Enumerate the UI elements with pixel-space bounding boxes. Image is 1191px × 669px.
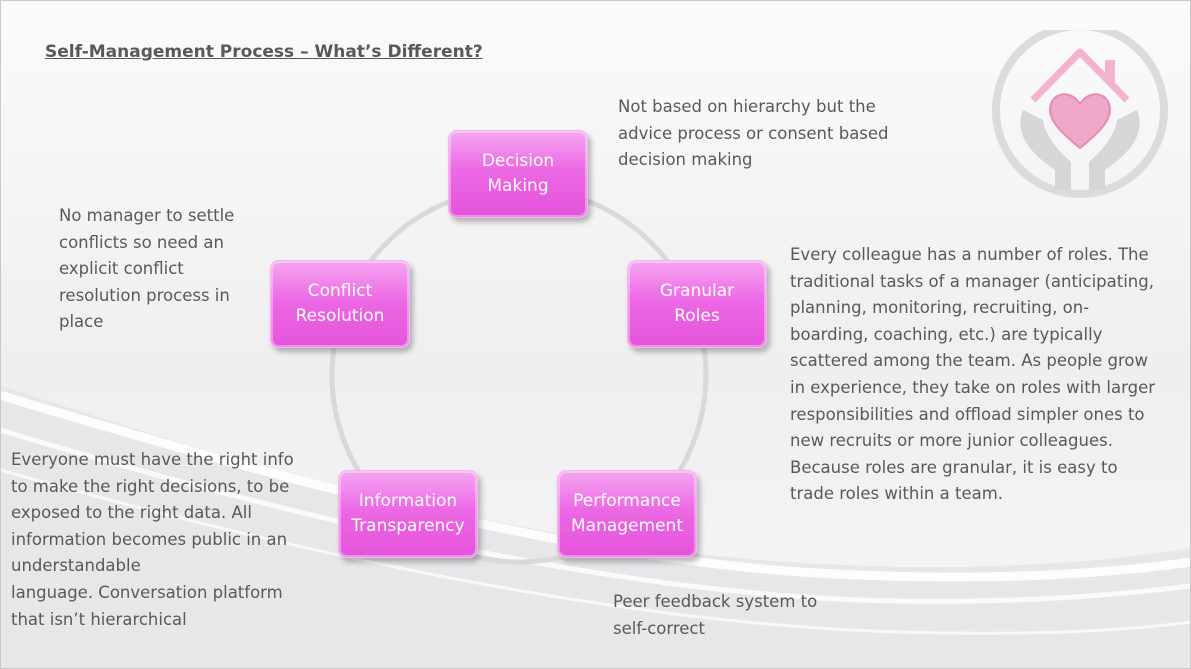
note-performance-management: Peer feedback system to self-correct <box>613 592 818 638</box>
node-decision-making-label: Decision Making <box>481 151 555 196</box>
node-performance-management: Performance Management <box>557 470 697 558</box>
note-information-transparency: Everyone must have the right info to mak… <box>11 450 294 629</box>
note-decision-making: Not based on hierarchy but the advice pr… <box>618 97 889 170</box>
node-decision-making: Decision Making <box>448 130 588 218</box>
note-conflict-resolution: No manager to settle conflicts so need a… <box>59 206 235 332</box>
node-granular-roles: Granular Roles <box>627 260 767 348</box>
house-heart-hands-icon <box>992 30 1168 198</box>
node-conflict-resolution-label: Conflict Resolution <box>295 281 385 326</box>
node-information-transparency-label: Information Transparency <box>351 491 465 536</box>
note-granular-roles: Every colleague has a number of roles. T… <box>790 245 1155 504</box>
node-granular-roles-label: Granular Roles <box>659 281 735 326</box>
page-title: Self-Management Process – What’s Differe… <box>45 42 483 62</box>
node-conflict-resolution: Conflict Resolution <box>270 260 410 348</box>
node-performance-management-label: Performance Management <box>571 491 683 536</box>
node-information-transparency: Information Transparency <box>338 470 478 558</box>
